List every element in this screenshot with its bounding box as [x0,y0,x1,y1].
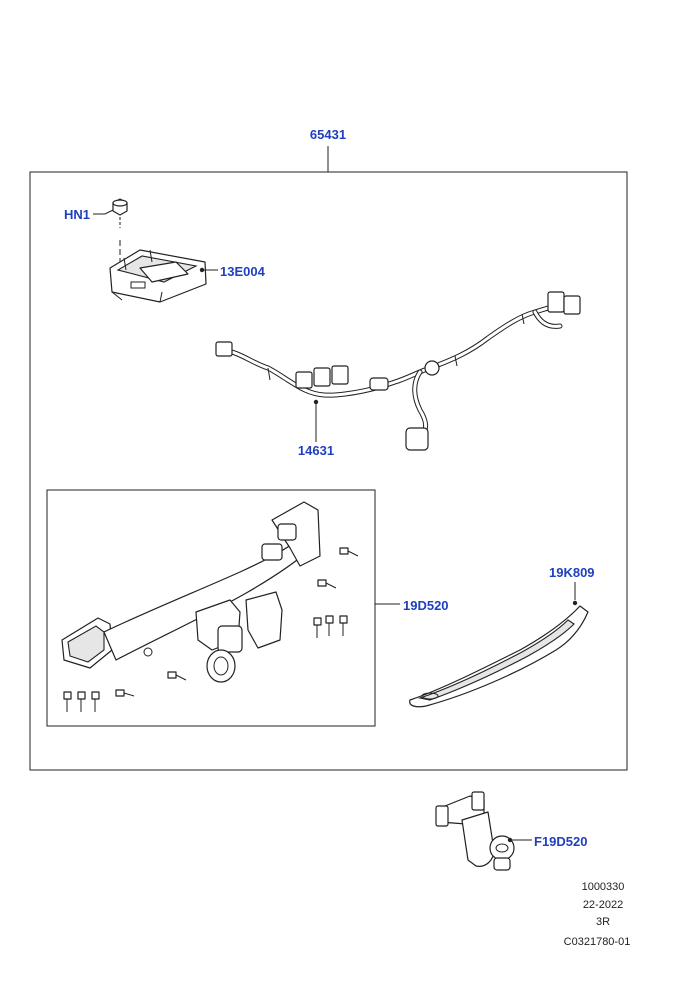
footer-line-1: 1000330 [582,881,625,893]
footer-line-3: 3R [596,916,610,928]
leader-tow-ball-dot [507,837,513,843]
leader-harness-dot [313,399,319,405]
tow-ball-part [435,791,515,871]
footer-line-4: C0321780-01 [564,936,631,948]
callout-tow-bar[interactable]: 19D520 [403,598,449,613]
tow-bar-part [61,501,321,683]
callout-tow-ball[interactable]: F19D520 [534,834,587,849]
tow-bar-bolts [63,547,359,712]
callout-main-assembly[interactable]: 65431 [310,127,346,142]
module-part [109,249,207,303]
footer-line-2: 22-2022 [583,899,623,911]
cover-part [409,605,589,708]
harness-part [215,291,581,451]
leader-cover-dot [572,600,578,606]
callout-module[interactable]: 13E004 [220,264,266,279]
tow-bar-kit-frame [46,489,376,727]
callout-harness[interactable]: 14631 [298,443,334,458]
leader-module-dot [199,267,205,273]
nut-part [112,198,128,278]
callout-cover[interactable]: 19K809 [549,565,595,580]
callout-nut[interactable]: HN1 [64,207,90,222]
leader-nut [93,209,114,215]
